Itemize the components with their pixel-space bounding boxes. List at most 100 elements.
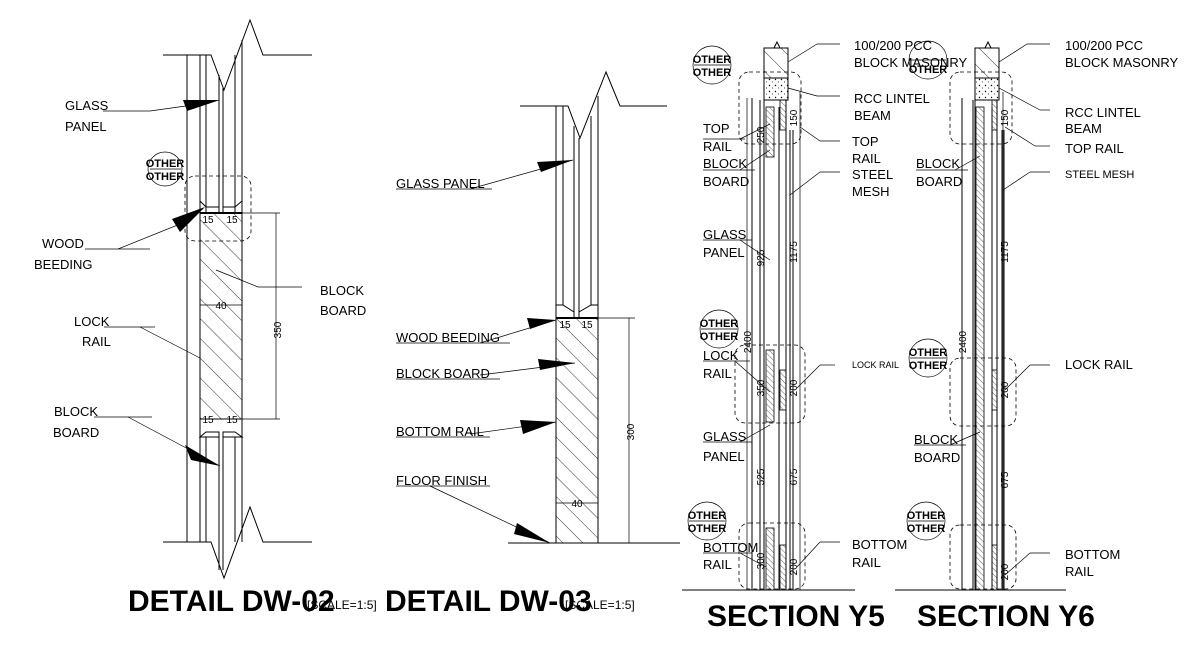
- label-lintel: BEAM: [854, 108, 891, 123]
- arrowhead: [538, 359, 575, 370]
- label-glass-panel: PANEL: [703, 245, 745, 260]
- label-lock-rail: LOCK: [74, 314, 110, 329]
- section-y6: OTHER OTHER OTHER OTHER OTHER 150 1175 2…: [895, 38, 1179, 633]
- arrowhead: [185, 445, 220, 466]
- tag-text: OTHER: [688, 523, 727, 535]
- arrowhead: [514, 523, 550, 543]
- detail-dw02: OTHER OTHER 350 40 15 15 15 15 GLASS PAN…: [34, 18, 377, 618]
- label-bottom-rail: BOTTOM: [703, 540, 758, 555]
- dim-width: 40: [571, 499, 583, 510]
- detail-title: DETAIL DW-03: [385, 585, 592, 618]
- masonry-hatch: [974, 47, 1000, 79]
- label-top-rail: TOP RAIL: [1065, 141, 1124, 156]
- label-block-board: BLOCK: [703, 156, 747, 171]
- arrowhead: [172, 207, 205, 232]
- label-bottom-rail: RAIL: [852, 555, 881, 570]
- dim-bead: 15: [226, 215, 238, 226]
- arrowhead: [520, 420, 556, 434]
- label-glass-panel: PANEL: [65, 119, 107, 134]
- dim: 1175: [789, 241, 800, 263]
- lintel: [974, 77, 1000, 101]
- section-title: SECTION Y5: [707, 600, 885, 633]
- label-steel-mesh: STEEL: [852, 167, 893, 182]
- dim: 2400: [958, 330, 969, 353]
- break-line-top: [163, 18, 312, 92]
- dim-bead: 15: [202, 215, 214, 226]
- label-block-board-right: BLOCK: [320, 283, 364, 298]
- arrowhead: [537, 160, 573, 172]
- tag-text: OTHER: [693, 54, 732, 66]
- callout-cloud: [184, 175, 252, 242]
- label-top-rail: RAIL: [703, 139, 732, 154]
- arrowhead: [527, 318, 556, 329]
- dim: 675: [789, 468, 800, 485]
- label-bottom-rail: RAIL: [703, 557, 732, 572]
- label-wood-beeding: WOOD BEEDING: [396, 330, 500, 345]
- label-bottom-rail: RAIL: [1065, 564, 1094, 579]
- block-board-hatch: [555, 317, 599, 544]
- label-lintel: RCC LINTEL: [1065, 105, 1141, 120]
- label-masonry: 100/200 PCC: [1065, 38, 1143, 53]
- label-block-board-right: BOARD: [320, 303, 366, 318]
- label-block-board: BOARD: [914, 450, 960, 465]
- dim: 150: [1000, 109, 1011, 126]
- label-bottom-rail: BOTTOM: [1065, 547, 1120, 562]
- dim-bead: 15: [202, 415, 214, 426]
- label-wood-beeding: BEEDING: [34, 257, 93, 272]
- dim-bead: 15: [581, 320, 593, 331]
- tag-text: OTHER: [146, 171, 185, 183]
- label-glass-panel: GLASS: [703, 429, 747, 444]
- block-board-hatch: [199, 212, 243, 420]
- label-lock-rail: LOCK RAIL: [852, 360, 899, 370]
- label-masonry: 100/200 PCC: [854, 38, 932, 53]
- dim: 350: [756, 379, 767, 396]
- tag-text: OTHER: [909, 360, 948, 372]
- label-masonry: BLOCK MASONRY: [854, 55, 968, 70]
- label-lintel: RCC LINTEL: [854, 91, 930, 106]
- section-y5: OTHER OTHER OTHER OTHER OTHER OTHER 250 …: [682, 38, 968, 633]
- tag-text: OTHER: [700, 331, 739, 343]
- dim-bead: 15: [559, 320, 571, 331]
- label-wood-beeding: WOOD: [42, 236, 84, 251]
- label-block-board: BLOCK: [916, 156, 960, 171]
- dim-height: 350: [273, 321, 284, 338]
- dim: 200: [1000, 563, 1011, 580]
- dim-bead: 15: [226, 415, 238, 426]
- dim: 200: [789, 379, 800, 396]
- dim: 200: [789, 558, 800, 575]
- label-masonry: BLOCK MASONRY: [1065, 55, 1179, 70]
- tag-text: OTHER: [907, 523, 946, 535]
- label-steel-mesh: STEEL MESH: [1065, 169, 1134, 181]
- tag-text: OTHER: [909, 64, 948, 76]
- label-glass-panel: GLASS: [703, 227, 747, 242]
- dim: 525: [756, 468, 767, 485]
- dim-height: 300: [626, 423, 637, 440]
- label-bottom-rail: BOTTOM: [852, 537, 907, 552]
- dim: 150: [789, 109, 800, 126]
- label-top-rail: TOP: [703, 121, 730, 136]
- detail-scale: [SCALE=1:5]: [565, 598, 635, 612]
- label-lock-rail: LOCK RAIL: [1065, 357, 1133, 372]
- label-top-rail: RAIL: [852, 151, 881, 166]
- tag-text: OTHER: [146, 158, 185, 170]
- label-glass-panel: GLASS PANEL: [396, 176, 485, 191]
- dim: 300: [756, 552, 767, 569]
- label-block-board: BOARD: [53, 425, 99, 440]
- label-lock-rail: LOCK: [703, 348, 739, 363]
- lintel: [763, 77, 789, 101]
- detail-dw03: 300 40 15 15 GLASS PANEL WOOD BEEDING BL…: [385, 70, 680, 618]
- dim: 1175: [1000, 241, 1011, 263]
- label-glass-panel: GLASS: [65, 98, 109, 113]
- label-steel-mesh: MESH: [852, 184, 890, 199]
- label-lock-rail: RAIL: [703, 366, 732, 381]
- label-glass-panel: PANEL: [703, 449, 745, 464]
- label-block-board: BLOCK BOARD: [396, 366, 490, 381]
- tag-text: OTHER: [907, 510, 946, 522]
- detail-scale: [SCALE=1:5]: [307, 598, 377, 612]
- label-block-board: BOARD: [916, 174, 962, 189]
- label-block-board: BOARD: [703, 174, 749, 189]
- tag-text: OTHER: [909, 347, 948, 359]
- arrowhead: [183, 100, 220, 111]
- detail-title: DETAIL DW-02: [128, 585, 335, 618]
- label-block-board: BLOCK: [54, 404, 98, 419]
